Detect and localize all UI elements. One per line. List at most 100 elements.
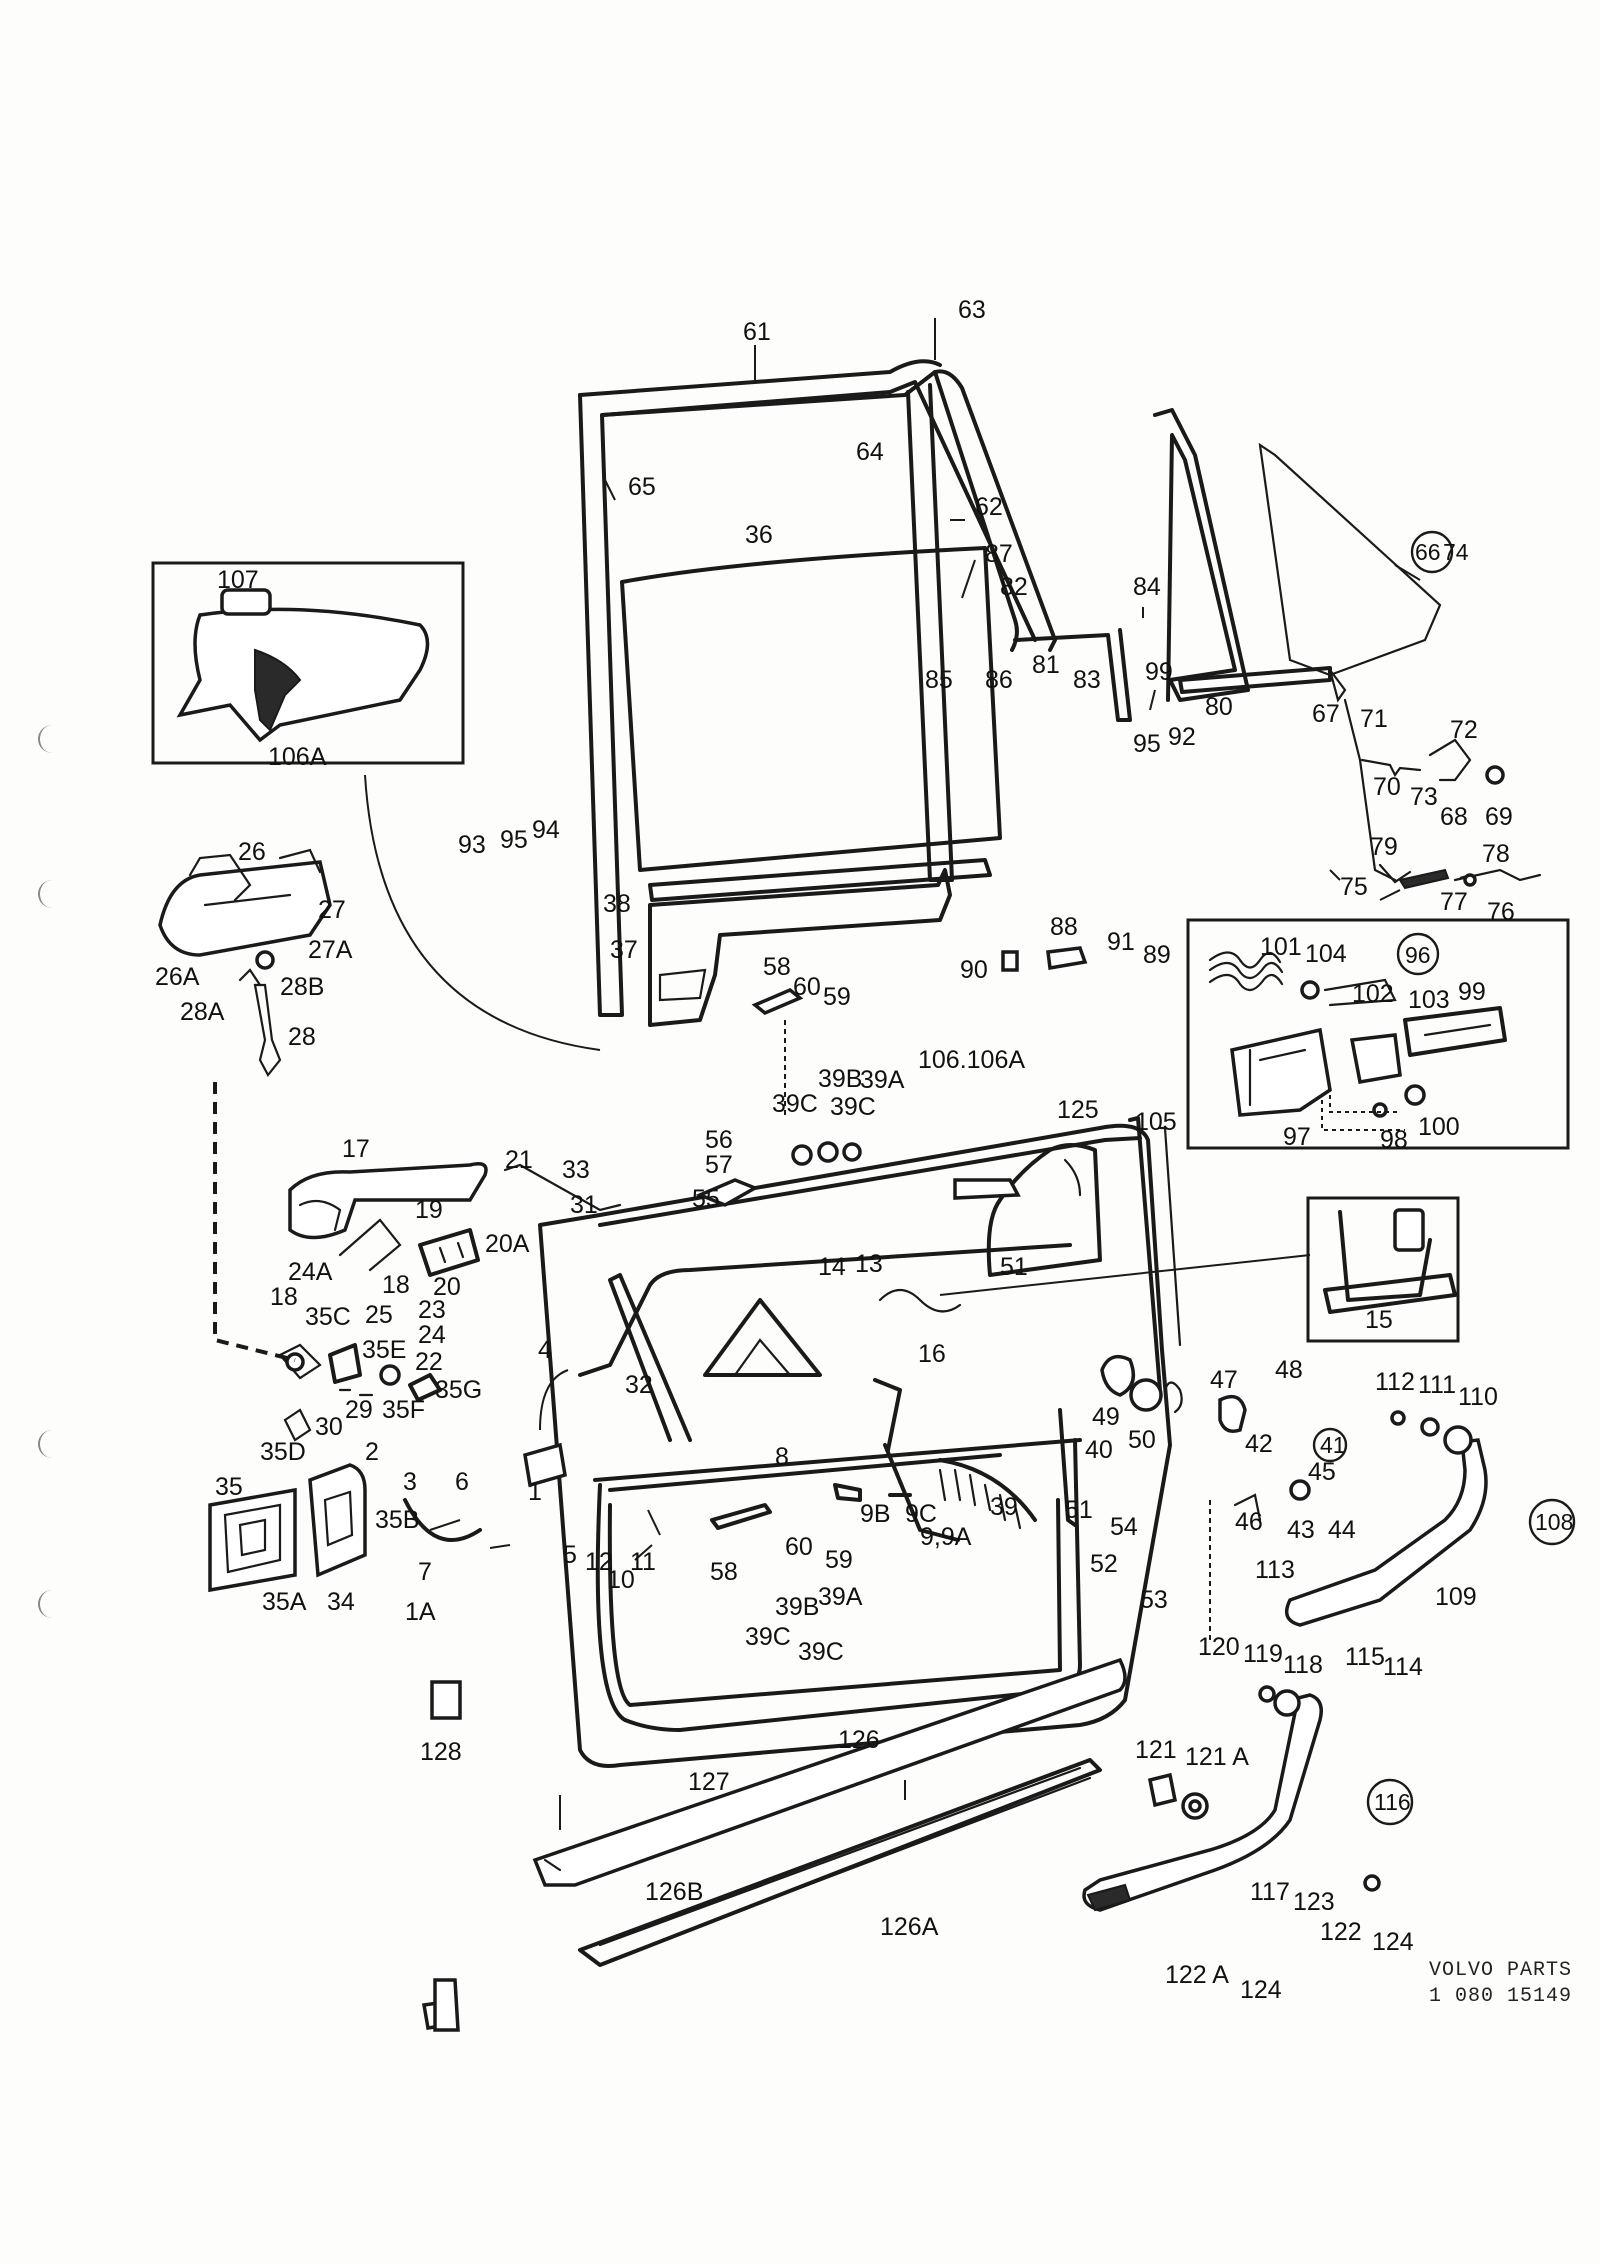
- door-inner-panel: [538, 1116, 1182, 1768]
- callout-126B: 126B: [645, 1878, 703, 1906]
- callout-10: 10: [607, 1566, 635, 1594]
- callout-100: 100: [1418, 1113, 1460, 1141]
- callout-121: 121: [1135, 1736, 1177, 1764]
- callout-50: 50: [1128, 1426, 1156, 1454]
- callout-94: 94: [532, 816, 560, 844]
- callout-118: 118: [1283, 1651, 1323, 1679]
- callout-98: 98: [1380, 1126, 1408, 1154]
- callout-62: 62: [975, 493, 1003, 521]
- callout-126A: 126A: [880, 1913, 939, 1941]
- callout-39B-a: 39B: [818, 1065, 862, 1093]
- binder-hole-mark: [38, 725, 54, 753]
- callout-67: 67: [1312, 700, 1340, 728]
- callout-45: 45: [1308, 1458, 1336, 1486]
- callout-27A: 27A: [308, 936, 353, 964]
- callout-102: 102: [1352, 980, 1394, 1008]
- callout-47: 47: [1210, 1366, 1238, 1394]
- callout-51a: 51: [1000, 1253, 1028, 1281]
- callout-69: 69: [1485, 803, 1513, 831]
- callout-106: 106.106A: [918, 1046, 1025, 1074]
- callout-108: 108: [1535, 1509, 1573, 1535]
- outside-handle: [288, 1162, 622, 1277]
- callout-25: 25: [365, 1301, 393, 1329]
- callout-35A: 35A: [262, 1588, 307, 1616]
- binder-hole-mark: [38, 1430, 54, 1458]
- callout-17: 17: [342, 1135, 370, 1163]
- callout-90: 90: [960, 956, 988, 984]
- callout-65: 65: [628, 473, 656, 501]
- callout-15: 15: [1365, 1306, 1393, 1334]
- callout-39C-a: 39C: [772, 1090, 818, 1118]
- binder-hole-mark: [38, 1590, 54, 1618]
- callout-96: 96: [1405, 942, 1431, 968]
- callout-75: 75: [1340, 873, 1368, 901]
- brand-label: VOLVO PARTS: [1428, 1959, 1572, 1982]
- window-glass: [620, 546, 1002, 872]
- callout-68: 68: [1440, 803, 1468, 831]
- callout-12: 12: [585, 1548, 613, 1576]
- callout-9C: 9C: [905, 1500, 937, 1528]
- callout-103: 103: [1408, 986, 1450, 1014]
- callout-78: 78: [1482, 840, 1510, 868]
- detail-inset-106A: [151, 561, 465, 765]
- callout-81: 81: [1032, 651, 1060, 679]
- callout-80: 80: [1205, 693, 1233, 721]
- callout-14: 14: [818, 1253, 846, 1281]
- connection-lines: [213, 774, 1405, 1640]
- callout-39B-b: 39B: [775, 1593, 819, 1621]
- vent-pivot-mechanism: [1343, 698, 1542, 890]
- window-regulator: [608, 1288, 1077, 1542]
- callout-20A: 20A: [485, 1230, 530, 1258]
- lock-cylinder-assembly: [278, 1343, 442, 1442]
- callout-49: 49: [1092, 1403, 1120, 1431]
- callout-34: 34: [327, 1588, 355, 1616]
- callout-61: 61: [743, 318, 771, 346]
- callout-58a: 58: [763, 953, 791, 981]
- callout-35B: 35B: [375, 1506, 419, 1534]
- callout-56: 56: [705, 1126, 733, 1154]
- callout-leaders: [429, 318, 1421, 1830]
- callout-125: 125: [1057, 1096, 1099, 1124]
- detail-inset-15: [1306, 1196, 1460, 1343]
- callout-105: 105: [1135, 1108, 1177, 1136]
- callout-59b: 59: [825, 1546, 853, 1574]
- callout-55: 55: [692, 1185, 720, 1213]
- callout-110: 110: [1458, 1383, 1498, 1411]
- callout-79: 79: [1370, 833, 1398, 861]
- callout-41: 41: [1320, 1432, 1346, 1458]
- ref-circle-96: [1396, 932, 1440, 976]
- callout-39C-b: 39C: [830, 1093, 876, 1121]
- callout-112: 112: [1375, 1368, 1415, 1396]
- callout-122: 122: [1320, 1918, 1362, 1946]
- callout-35E: 35E: [362, 1336, 406, 1364]
- callout-127: 127: [688, 1768, 730, 1796]
- window-frame: [578, 359, 1132, 1017]
- callout-42: 42: [1245, 1430, 1273, 1458]
- callout-35: 35: [215, 1473, 243, 1501]
- callout-88: 88: [1050, 913, 1078, 941]
- callout-107: 107: [217, 566, 259, 594]
- callout-39: 39: [990, 1493, 1018, 1521]
- callout-92: 92: [1168, 723, 1196, 751]
- callout-36: 36: [745, 521, 773, 549]
- callout-1A: 1A: [405, 1598, 436, 1626]
- callout-7: 7: [418, 1558, 432, 1586]
- callout-84: 84: [1133, 573, 1161, 601]
- callout-66: 66: [1415, 539, 1441, 565]
- callout-6: 6: [455, 1468, 469, 1496]
- callout-1: 1: [528, 1478, 542, 1506]
- callout-128: 128: [420, 1738, 462, 1766]
- ref-circle-41: [1312, 1427, 1348, 1463]
- callout-22: 22: [415, 1348, 443, 1376]
- glass-lift-channel: [648, 858, 992, 1027]
- callout-71: 71: [1360, 705, 1388, 733]
- callout-93: 93: [458, 831, 486, 859]
- callout-113: 113: [1255, 1556, 1295, 1584]
- callout-111: 111: [1418, 1371, 1456, 1399]
- callout-95a: 95: [1133, 730, 1161, 758]
- callout-24: 24: [418, 1321, 446, 1349]
- sill-plate-126A: [578, 1758, 1102, 1967]
- callout-60a: 60: [793, 973, 821, 1001]
- callout-86: 86: [985, 666, 1013, 694]
